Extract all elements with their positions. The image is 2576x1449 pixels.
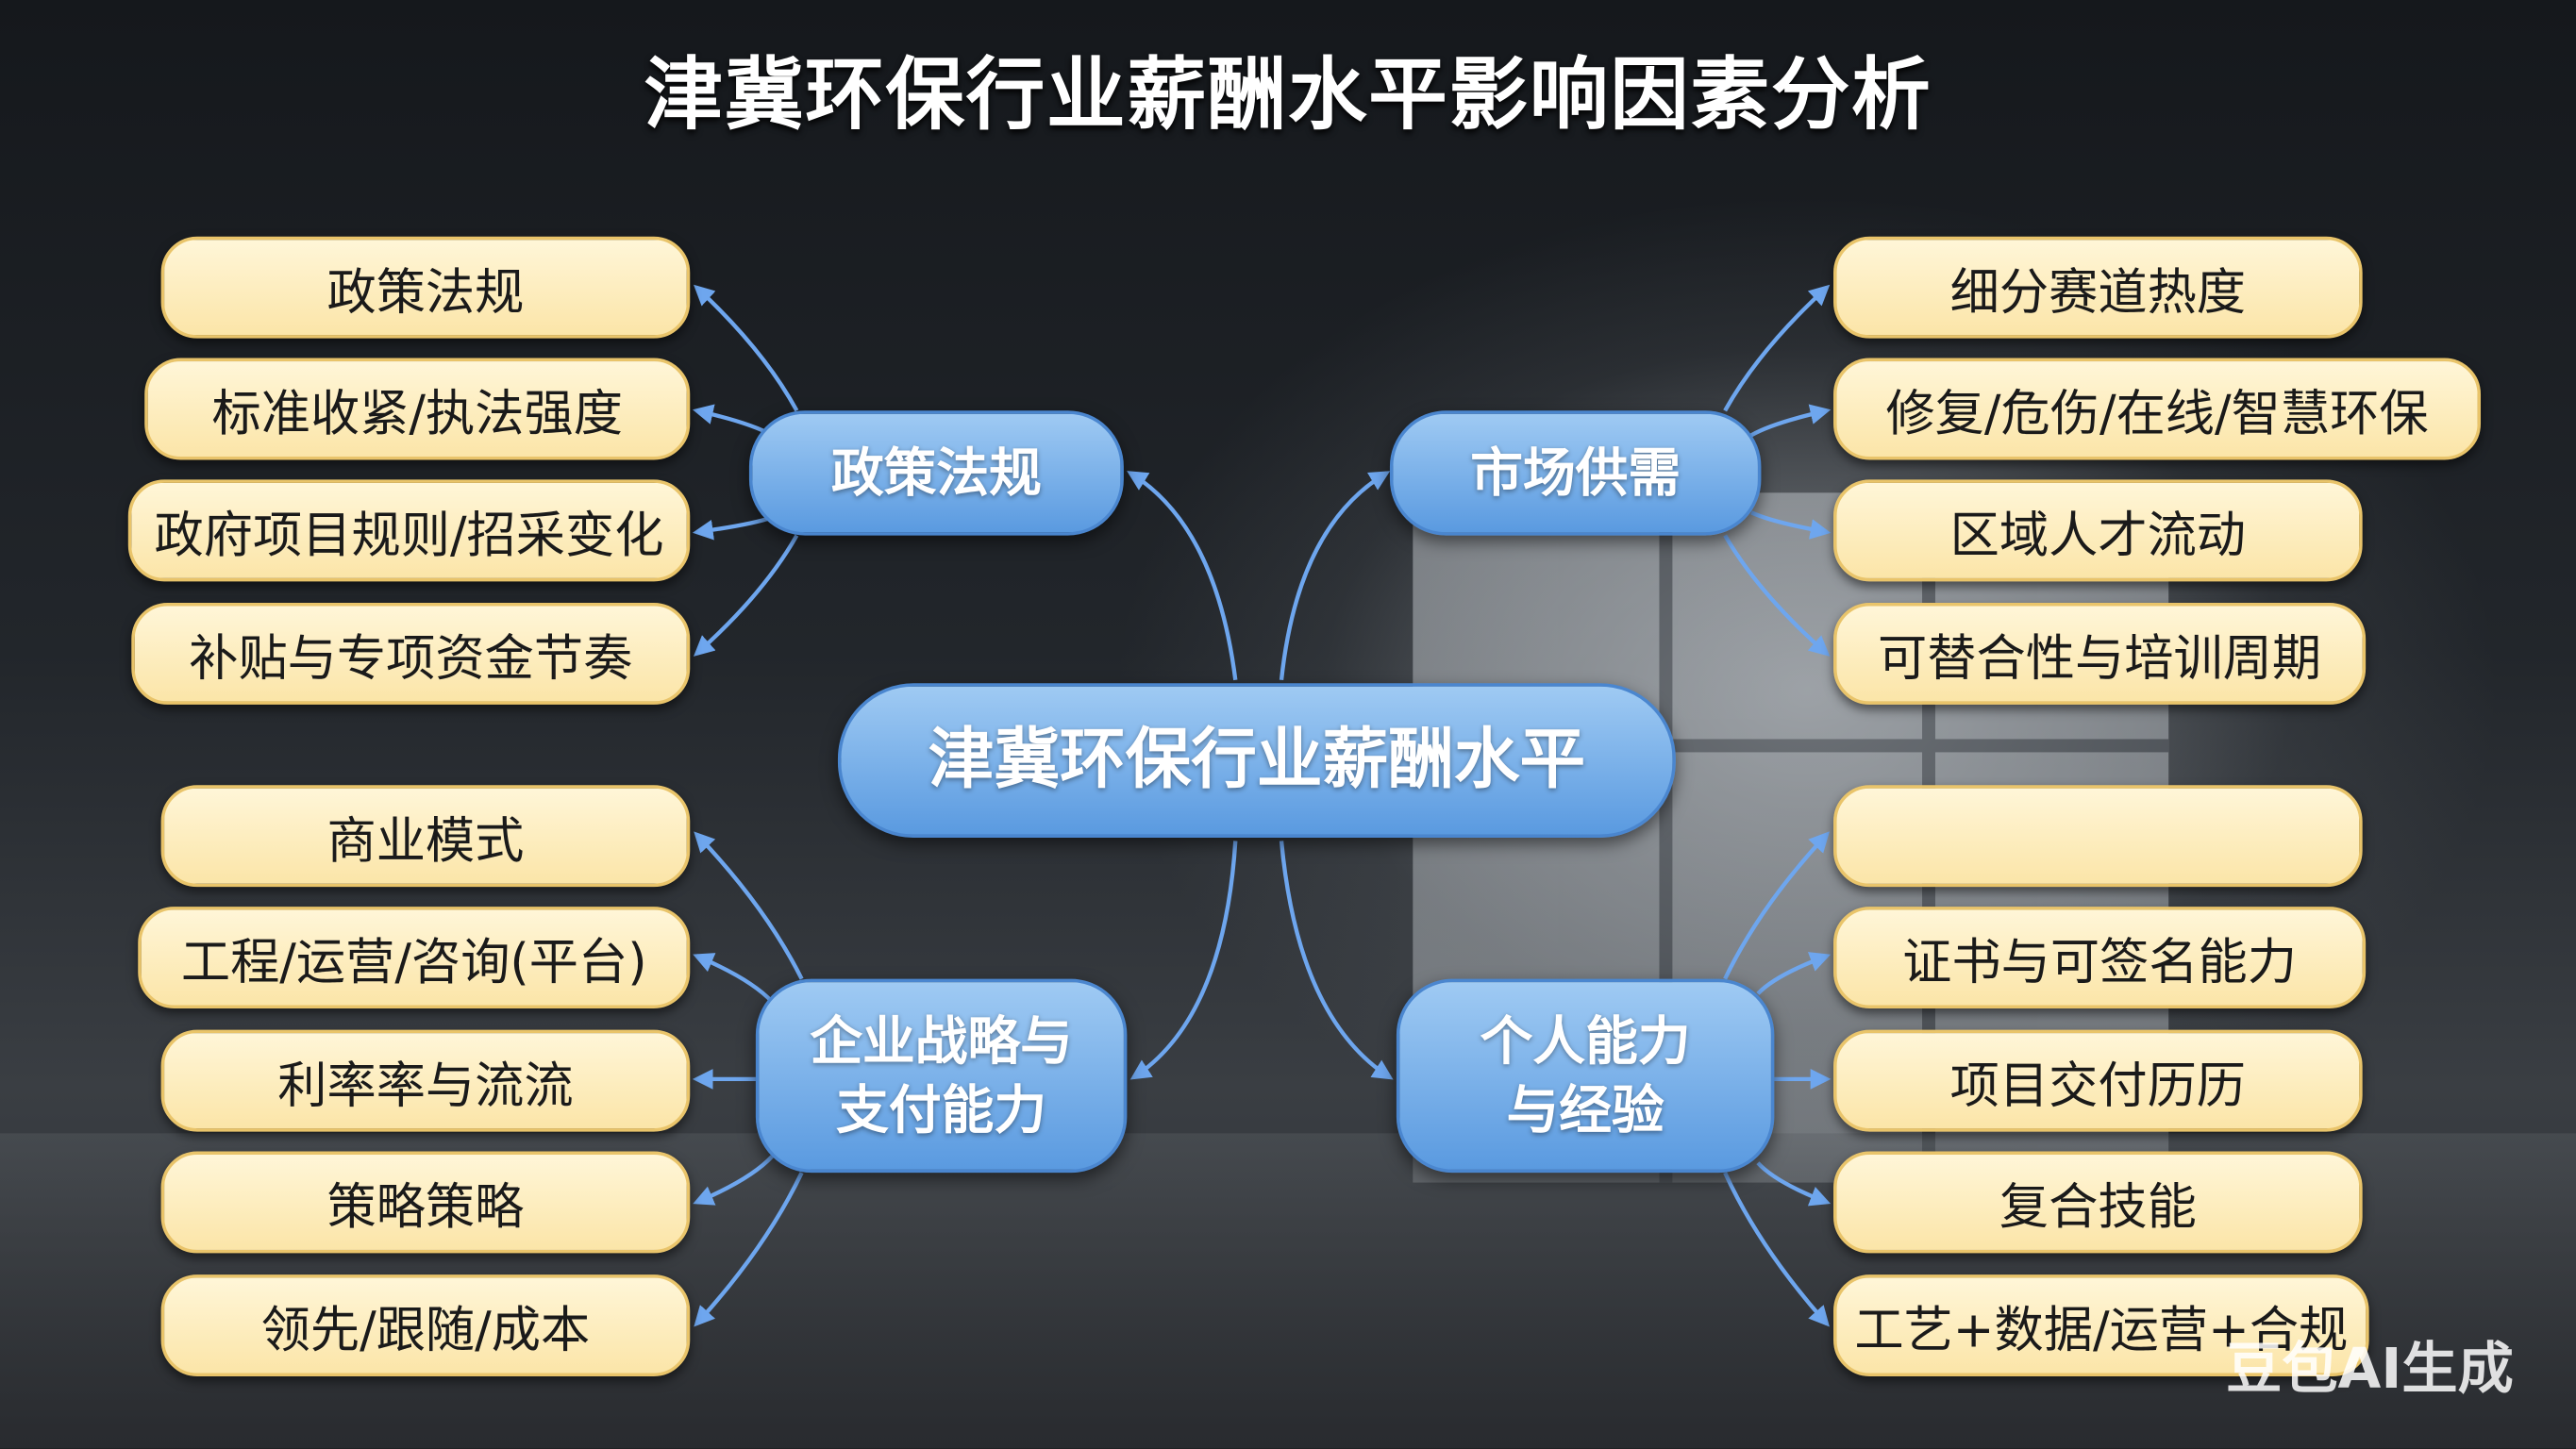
hub-personal: 个人能力与经验	[1396, 978, 1775, 1174]
connector-arrow	[1723, 284, 1831, 412]
leaf-market: 修复/危伤/在线/智慧环保	[1833, 358, 2482, 460]
connector-arrow	[1756, 1161, 1832, 1207]
connector-arrow	[693, 1155, 774, 1206]
hub-personal-line2: 与经验	[1506, 1078, 1664, 1142]
leaf-policy: 政策法规	[160, 236, 691, 339]
leaf-policy: 标准收紧/执法强度	[144, 358, 691, 460]
hub-personal-line1: 个人能力	[1480, 1009, 1691, 1073]
connector-arrow	[692, 515, 774, 541]
connector-arrow	[1723, 1172, 1830, 1327]
leaf-policy: 补贴与专项资金节奏	[131, 602, 691, 705]
page-title: 津冀环保行业薪酬水平影响因素分析	[644, 49, 1932, 142]
central-node: 津冀环保行业薪酬水平	[837, 683, 1676, 838]
hub-enterprise: 企业战略与支付能力	[755, 978, 1128, 1174]
connector-arrow	[1749, 404, 1832, 438]
leaf-enterprise: 工程/运营/咨询(平台)	[138, 907, 691, 1009]
leaf-enterprise: 利率率与流流	[160, 1029, 691, 1132]
connector-arrow	[694, 1172, 804, 1327]
connector-arrow	[1279, 471, 1391, 681]
hub-policy: 政策法规	[748, 410, 1124, 536]
connector-arrow	[694, 831, 804, 980]
leaf-market: 区域人才流动	[1833, 479, 2363, 582]
leaf-personal-empty	[1833, 785, 2363, 888]
connector-arrow	[1756, 952, 1832, 995]
leaf-policy: 政府项目规则/招采变化	[127, 479, 691, 582]
leaf-market: 细分赛道热度	[1833, 236, 2363, 339]
hub-enterprise-line2: 支付能力	[836, 1078, 1047, 1142]
connector-arrow	[1127, 471, 1238, 681]
connector-arrow	[1723, 831, 1831, 980]
leaf-personal: 项目交付历历	[1833, 1029, 2363, 1132]
hub-enterprise-line1: 企业战略与	[810, 1009, 1073, 1073]
leaf-personal: 证书与可签名能力	[1833, 907, 2367, 1009]
connector-arrow	[1750, 510, 1832, 540]
connector-arrow	[1723, 534, 1831, 657]
leaf-enterprise: 领先/跟随/成本	[160, 1274, 691, 1377]
leaf-enterprise: 商业模式	[160, 785, 691, 888]
leaf-market: 可替合性与培训周期	[1833, 602, 2367, 705]
leaf-personal: 工艺+数据/运营+合规	[1833, 1274, 2369, 1377]
connector-arrow	[693, 953, 774, 1004]
connector-arrow	[1279, 841, 1394, 1080]
leaf-enterprise: 策略策略	[160, 1151, 691, 1254]
connector-arrow	[694, 284, 799, 412]
leaf-personal: 复合技能	[1833, 1151, 2363, 1254]
hub-market: 市场供需	[1389, 410, 1762, 536]
connector-arrow	[693, 534, 799, 657]
connector-arrow	[1129, 841, 1238, 1080]
watermark: 豆包AI生成	[2226, 1337, 2514, 1403]
